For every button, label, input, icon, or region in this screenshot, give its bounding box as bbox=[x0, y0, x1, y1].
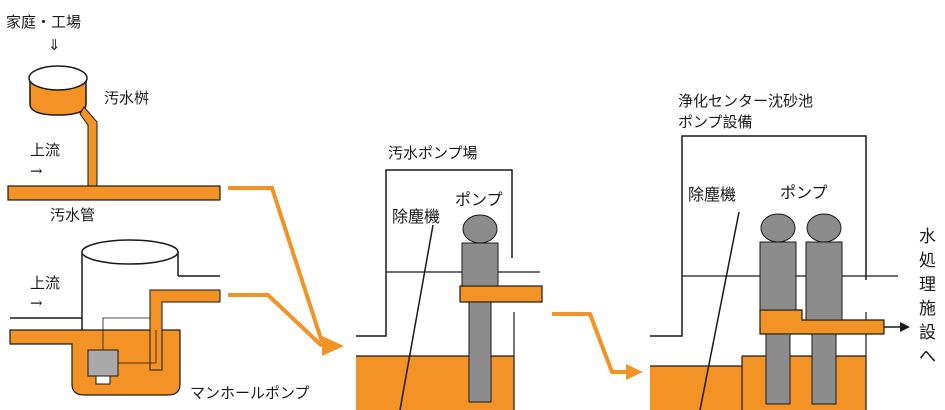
pump-station-pump-label: ポンプ bbox=[455, 190, 503, 209]
upstream-label-2: 上流 bbox=[30, 274, 60, 292]
destination-label-char: 処 bbox=[919, 251, 936, 271]
destination-label-char: 水 bbox=[919, 227, 936, 247]
upstream-arrow-1: → bbox=[30, 162, 43, 180]
arrow-to-pump-station-icon bbox=[322, 336, 344, 356]
pump-station-discharge-pipe bbox=[459, 285, 543, 303]
pump-station-screen-label: 除塵機 bbox=[392, 207, 440, 226]
center-discharge-pipe bbox=[759, 309, 885, 335]
destination-label-char: 施 bbox=[919, 299, 936, 319]
pump-station-pump bbox=[461, 214, 499, 403]
pump-station-screen bbox=[399, 224, 434, 410]
center-pump-2 bbox=[805, 213, 843, 405]
center-screen-label: 除塵機 bbox=[688, 185, 736, 204]
destination-label-char: 理 bbox=[919, 275, 936, 295]
center-title-line1: 浄化センター沈砂池 bbox=[678, 92, 813, 110]
destination-label-char: へ bbox=[919, 347, 936, 367]
arrow-to-treatment-icon bbox=[900, 322, 910, 332]
manhole-pump-unit bbox=[87, 317, 157, 385]
manhole bbox=[81, 239, 220, 330]
arrow-to-center-icon bbox=[626, 364, 643, 380]
pump-station bbox=[356, 169, 540, 337]
center-pump-label: ポンプ bbox=[780, 183, 828, 202]
source-label: 家庭・工場 bbox=[6, 13, 81, 31]
center-title-line2: ポンプ設備 bbox=[678, 113, 753, 131]
upstream-label-1: 上流 bbox=[30, 141, 60, 159]
upstream-arrow-2: → bbox=[30, 294, 43, 312]
sewer-pipe-label: 汚水管 bbox=[50, 206, 95, 224]
center-sand-basin bbox=[742, 356, 866, 410]
center-pump-1 bbox=[759, 213, 797, 405]
sewage-basin-label: 汚水桝 bbox=[104, 89, 149, 107]
center-inlet-channel bbox=[650, 366, 742, 410]
down-arrow-icon: ⇓ bbox=[48, 36, 61, 54]
destination-label-char: 設 bbox=[919, 323, 936, 343]
sewer-pipe bbox=[7, 185, 221, 201]
center-screen bbox=[699, 211, 740, 410]
manhole-pump-label: マンホールポンプ bbox=[190, 384, 310, 402]
sewage-basin bbox=[28, 65, 88, 116]
pump-station-title: 汚水ポンプ場 bbox=[388, 144, 478, 162]
